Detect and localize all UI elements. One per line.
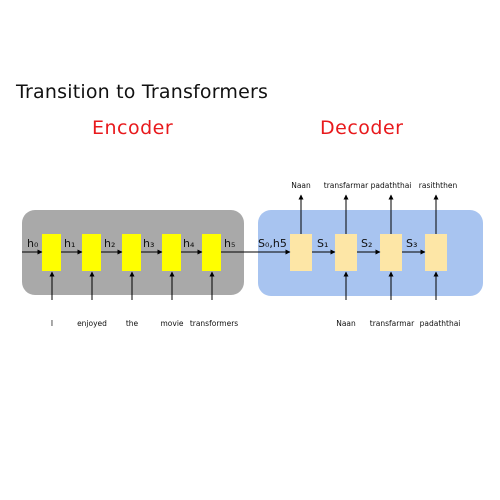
encoder-label: Encoder	[92, 117, 174, 139]
decoder-cell	[380, 234, 402, 271]
encoder-input-word: the	[126, 319, 139, 328]
encoder-state-label: h₄	[183, 237, 195, 250]
encoder-input-word: I	[51, 319, 53, 328]
encoder-input-word: transformers	[190, 319, 238, 328]
encoder-cell	[202, 234, 221, 271]
decoder-input-word: Naan	[336, 319, 356, 328]
encoder-state-label: h₀	[27, 237, 39, 250]
encoder-state-label: h₃	[143, 237, 154, 250]
encoder-input-word: enjoyed	[77, 319, 107, 328]
encoder-state-label: h₂	[104, 237, 115, 250]
encoder-cell	[122, 234, 141, 271]
decoder-input-word: padaththai	[420, 319, 461, 328]
encoder-cell	[82, 234, 101, 271]
decoder-label: Decoder	[320, 117, 404, 139]
decoder-output-word: Naan	[291, 181, 311, 190]
encoder-input-word: movie	[160, 319, 183, 328]
decoder-state-label: S₀,h5	[258, 237, 287, 250]
page-title: Transition to Transformers	[16, 81, 269, 103]
encoder-state-label: h₁	[64, 237, 75, 250]
decoder-output-word: padaththai	[371, 181, 412, 190]
decoder-output-word: rasiththen	[419, 181, 458, 190]
decoder-state-label: S₁	[317, 237, 328, 250]
encoder-cell	[162, 234, 181, 271]
decoder-box	[258, 210, 483, 296]
decoder-cell	[290, 234, 312, 271]
decoder-state-label: S₂	[361, 237, 372, 250]
decoder-cell	[425, 234, 447, 271]
decoder-state-label: S₃	[406, 237, 417, 250]
encoder-state-label: h₅	[224, 237, 235, 250]
decoder-cell	[335, 234, 357, 271]
decoder-output-word: transfarmar	[324, 181, 369, 190]
encoder-cell	[42, 234, 61, 271]
decoder-input-word: transfarmar	[370, 319, 415, 328]
